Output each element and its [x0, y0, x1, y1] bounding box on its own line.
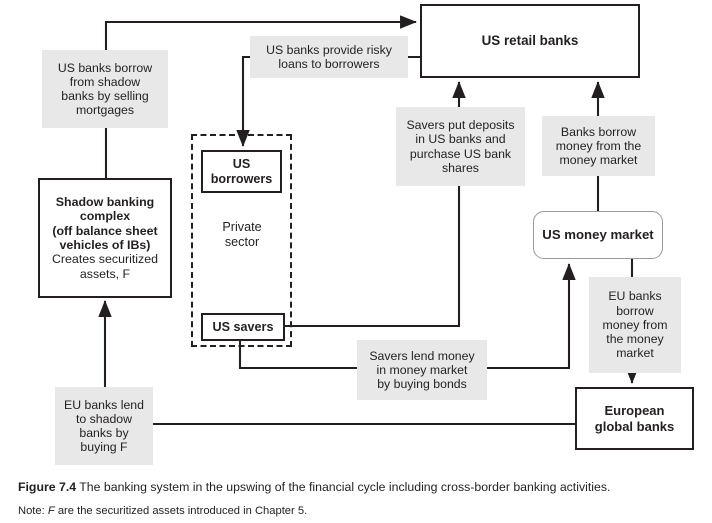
- node-shadow-banking-complex[interactable]: Shadow banking complex (off balance shee…: [38, 178, 172, 298]
- node-shadow-banking-complex-label-regular: Creates securitized assets, F: [51, 252, 159, 281]
- figure-note-text: are the securitized assets introduced in…: [57, 504, 308, 517]
- figure-caption-text: The banking system in the upswing of the…: [79, 480, 611, 494]
- node-european-global-banks[interactable]: European global banks: [575, 387, 694, 450]
- node-us-retail-banks[interactable]: US retail banks: [420, 4, 640, 78]
- edge-label-risky-loans: US banks provide risky loans to borrower…: [250, 36, 408, 78]
- figure-note-symbol: F: [47, 504, 55, 517]
- figure-caption: Figure 7.4 The banking system in the ups…: [18, 479, 694, 496]
- edge-eubanks-to-shadow: [98, 300, 575, 426]
- node-european-global-banks-label: European global banks: [594, 403, 675, 434]
- node-private-sector-boundary: [191, 134, 292, 347]
- edge-label-banks-borrow-money-market: Banks borrow money from the money market: [542, 116, 655, 176]
- caption-area: Figure 7.4 The banking system in the ups…: [0, 470, 712, 519]
- node-us-money-market-label: US money market: [542, 227, 654, 243]
- node-us-money-market[interactable]: US money market: [533, 211, 663, 259]
- node-shadow-banking-complex-label-bold: Shadow banking complex (off balance shee…: [52, 194, 158, 252]
- figure-note: Note: F are the securitized assets intro…: [18, 504, 694, 519]
- diagram-canvas: US retail banks Private sector US borrow…: [38, 4, 694, 465]
- edge-label-eu-banks-borrow-money-market: EU banks borrow money from the money mar…: [589, 277, 681, 373]
- figure-note-prefix: Note:: [18, 504, 45, 517]
- node-us-borrowers-label: US borrowers: [210, 156, 273, 186]
- node-private-sector-label: Private sector: [222, 220, 262, 249]
- node-us-savers[interactable]: US savers: [201, 313, 285, 341]
- edge-label-us-banks-borrow: US banks borrow from shadow banks by sel…: [42, 50, 168, 128]
- figure-number: Figure 7.4: [18, 480, 77, 494]
- edge-label-savers-deposits: Savers put deposits in US banks and purc…: [396, 107, 525, 186]
- edge-label-savers-lend: Savers lend money in money market by buy…: [357, 340, 487, 400]
- node-us-savers-label: US savers: [212, 319, 274, 334]
- edge-label-eu-banks-lend: EU banks lend to shadow banks by buying …: [55, 387, 153, 465]
- node-us-borrowers[interactable]: US borrowers: [201, 150, 282, 193]
- node-us-retail-banks-label: US retail banks: [481, 33, 579, 49]
